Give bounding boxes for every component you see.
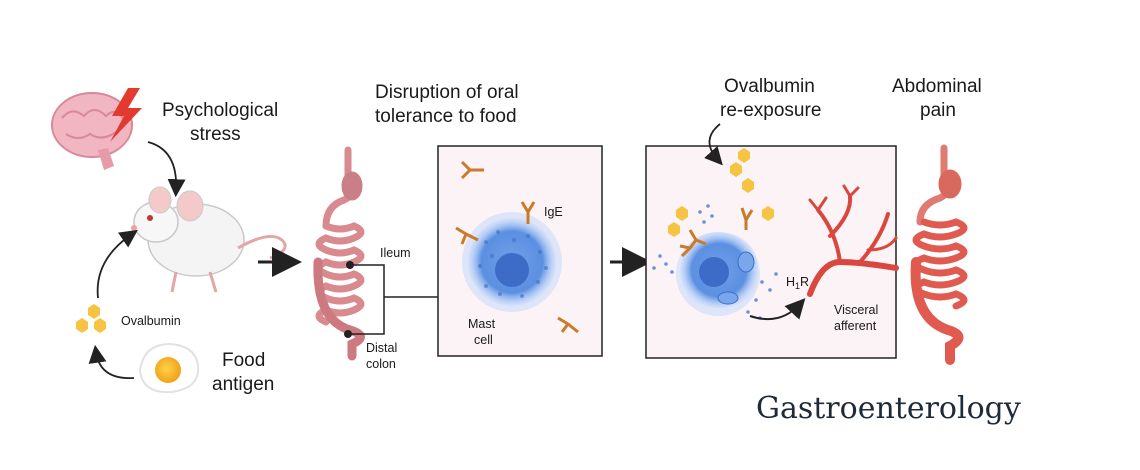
brain-icon (51, 92, 133, 170)
ovalbumin-to-mouse-arrow (96, 229, 138, 299)
inflamed-intestine-icon (910, 144, 968, 365)
bound-ige-icon (679, 207, 754, 258)
visceral-afferent-label-1: Visceral (834, 303, 878, 317)
degranulating-mast-cell-icon (676, 232, 760, 316)
reexposure-title-2: re-exposure (720, 100, 821, 121)
reexposure-title-1: Ovalbumin (724, 76, 815, 97)
distal-colon-label-2: colon (366, 357, 396, 371)
journal-brand: Gastroenterology (756, 391, 1021, 426)
psychological-stress-label-2: stress (190, 124, 241, 145)
ige-antibody-icon (455, 160, 579, 334)
egg-to-ovalbumin-arrow (88, 344, 135, 379)
abdominal-pain-title-2: pain (920, 100, 956, 121)
lightning-icon (110, 88, 142, 142)
abdominal-pain-title-1: Abdominal (892, 76, 982, 97)
reexposure-arrow (704, 123, 723, 166)
mast-cell-label-1: Mast (468, 317, 496, 331)
mast-cell-icon (462, 212, 562, 312)
stress-arrow (147, 141, 186, 198)
bracket-line (348, 264, 385, 335)
ileum-label: Ileum (380, 246, 411, 260)
ovalbumin-antigens-icon (668, 148, 774, 237)
intestine-icon (313, 146, 365, 361)
h1r-label: H1R (786, 275, 809, 291)
ige-label: IgE (544, 205, 563, 219)
ovalbumin-molecules-icon (76, 304, 106, 333)
food-antigen-label-2: antigen (212, 374, 274, 395)
fried-egg-icon (138, 342, 200, 394)
mast-cell-label-2: cell (474, 333, 493, 347)
mouse-icon (131, 186, 287, 293)
disruption-title-2: tolerance to food (375, 106, 517, 127)
food-antigen-label-1: Food (222, 350, 265, 371)
disruption-title-1: Disruption of oral (375, 82, 519, 103)
histamine-granules-icon (652, 204, 778, 320)
distal-colon-label-1: Distal (366, 341, 397, 355)
ovalbumin-label: Ovalbumin (121, 314, 181, 328)
histamine-to-nerve-arrow (749, 298, 806, 320)
visceral-afferent-label-2: afferent (834, 319, 877, 333)
psychological-stress-label-1: Psychological (162, 100, 278, 121)
nerve-fiber-icon (807, 184, 899, 297)
